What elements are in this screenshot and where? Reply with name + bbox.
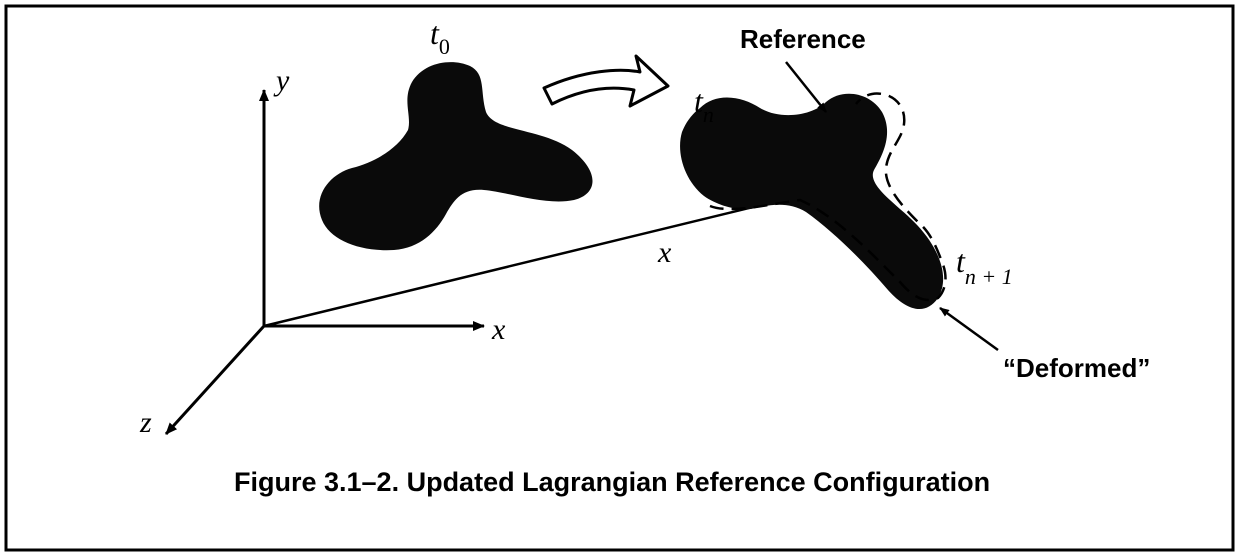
time-label-tn1: tn + 1: [956, 243, 1013, 289]
z-axis-label: z: [139, 406, 152, 439]
position-vector-label: x: [657, 236, 672, 269]
time-label-t0: t0: [430, 15, 450, 59]
z-axis: [164, 324, 266, 436]
x-axis-label: x: [491, 313, 506, 346]
y-axis-label: y: [273, 64, 290, 97]
deformed-label: “Deformed”: [1003, 353, 1150, 383]
position-vector: [263, 198, 783, 328]
time-label-tn: tn: [694, 83, 714, 127]
deformed-pointer: [939, 306, 999, 352]
deformed-outline: [709, 92, 947, 302]
reference-pointer: [785, 61, 827, 113]
initial-body-shape: [319, 62, 593, 251]
transition-arrow: [542, 54, 670, 108]
coordinate-axes: y x z: [139, 64, 506, 439]
figure-caption: Figure 3.1–2. Updated Lagrangian Referen…: [234, 467, 990, 497]
figure-frame: [4, 4, 1235, 552]
reference-label: Reference: [740, 24, 866, 54]
current-body-shape: [680, 93, 944, 310]
